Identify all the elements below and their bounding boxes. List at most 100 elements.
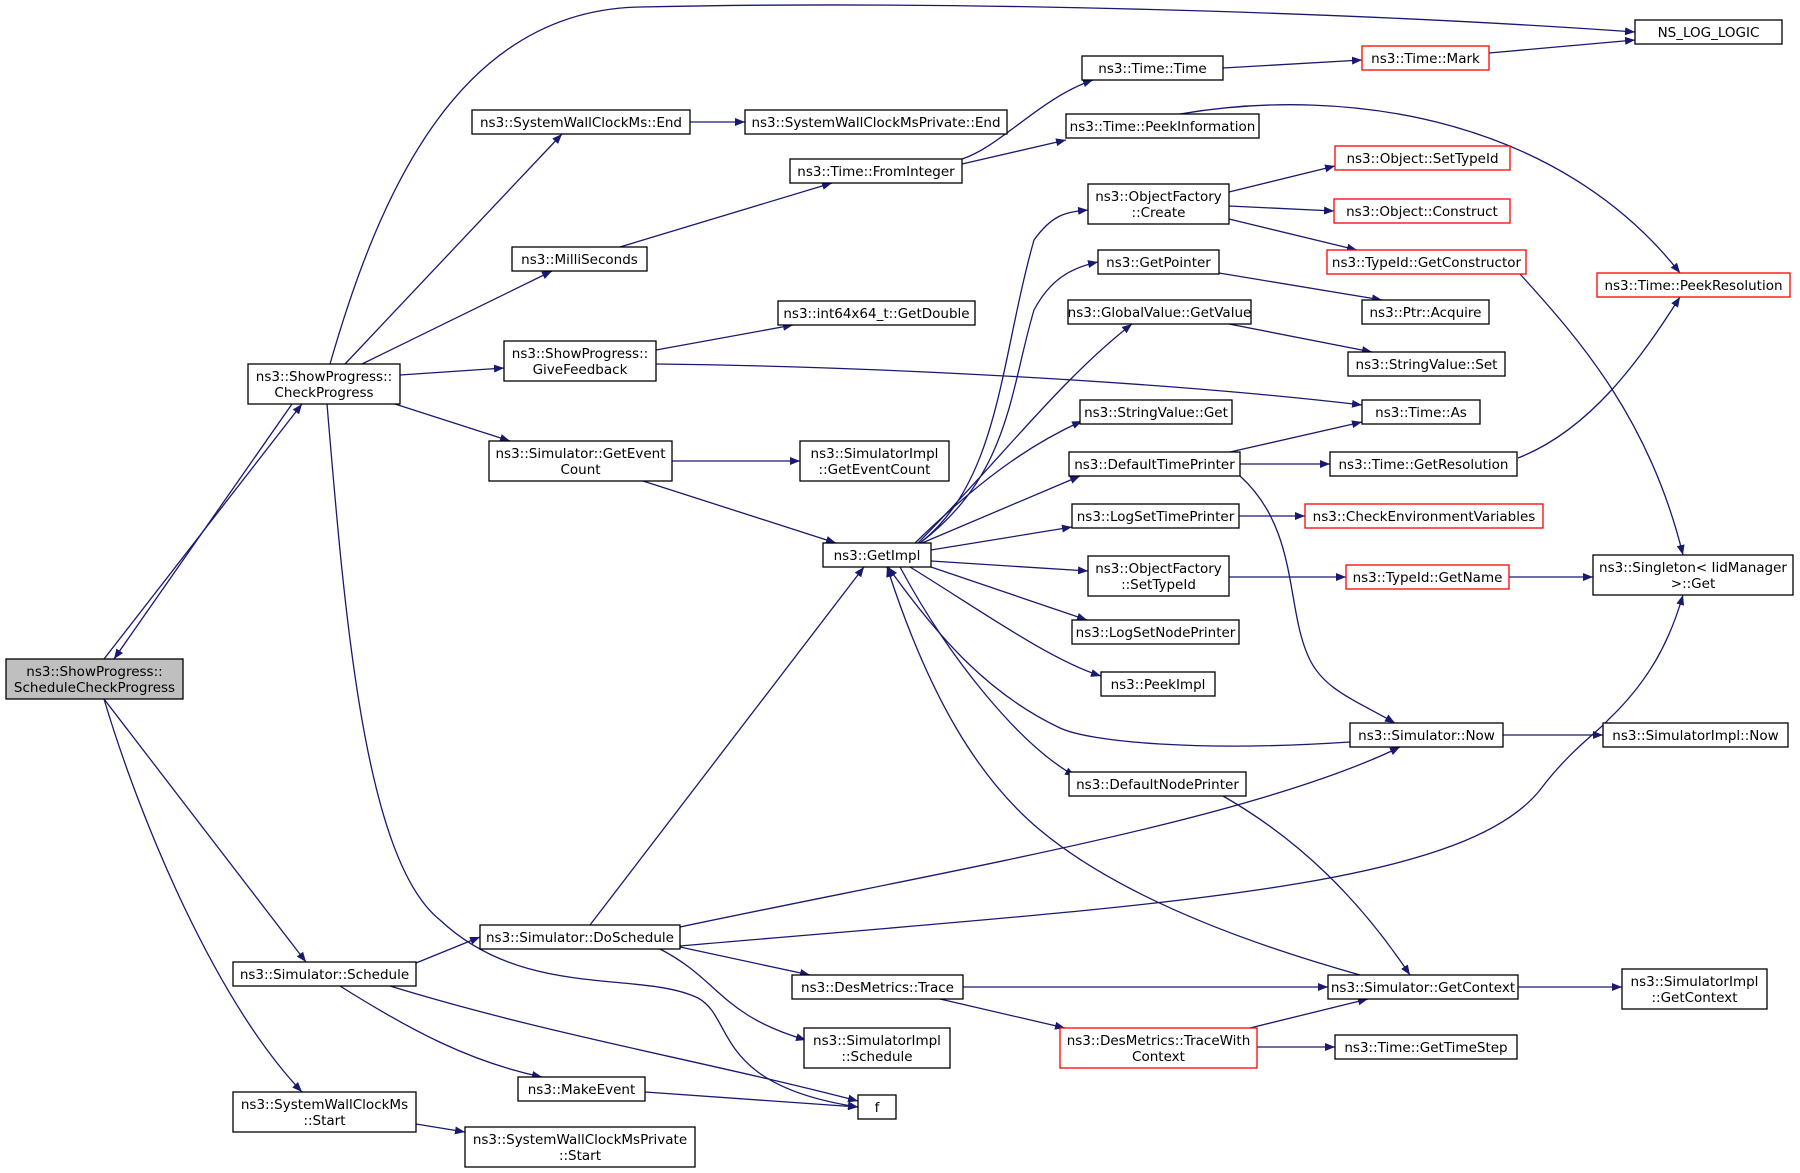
node-label: ns3::SimulatorImpl [813,1033,941,1049]
node-implgeteventcount[interactable]: ns3::SimulatorImpl::GetEventCount [799,440,950,482]
node-label: ns3::int64x64_t::GetDouble [783,306,969,322]
edge-line [642,480,837,544]
node-label: ::SetTypeId [1121,577,1196,593]
node-getresolution[interactable]: ns3::Time::GetResolution [1329,451,1518,477]
edge-getimpl-to-deftimeprinter [914,475,1081,547]
node-peekinfo[interactable]: ns3::Time::PeekInformation [1065,113,1260,139]
node-label: ns3::MilliSeconds [521,252,638,268]
node-deftimeprinter[interactable]: ns3::DefaultTimePrinter [1068,451,1241,477]
node-mark[interactable]: ns3::Time::Mark [1361,45,1490,71]
edge-gvgetvalue-to-svset [1228,323,1373,355]
node-makeevent[interactable]: ns3::MakeEvent [517,1076,646,1102]
node-box [1081,55,1224,81]
node-peekimpl[interactable]: ns3::PeekImpl [1100,671,1216,697]
node-millisec[interactable]: ns3::MilliSeconds [511,246,648,272]
node-implschedule[interactable]: ns3::SimulatorImpl::Schedule [803,1027,951,1069]
node-doschedule[interactable]: ns3::Simulator::DoSchedule [479,924,681,950]
node-getimpl[interactable]: ns3::GetImpl [822,542,932,568]
node-geteventcount[interactable]: ns3::Simulator::GetEventCount [488,440,673,482]
node-label: f [875,1100,881,1116]
edge-givefeedback-to-getdouble [655,322,794,351]
node-swcpend[interactable]: ns3::SystemWallClockMsPrivate::End [744,109,1008,135]
node-logsetnodeprinter[interactable]: ns3::LogSetNodePrinter [1071,619,1240,645]
node-box [777,300,976,326]
edge-line [344,133,563,365]
edge-line [887,566,1351,747]
node-swcstart[interactable]: ns3::SystemWallClockMs::Start [232,1091,417,1133]
node-getpointer[interactable]: ns3::GetPointer [1097,249,1220,275]
node-implgetcontext[interactable]: ns3::SimulatorImpl::GetContext [1621,968,1768,1010]
edge-line [909,566,1102,677]
node-box [857,1094,897,1120]
edge-defnodeprinter-to-simgetcontext [1222,795,1411,976]
node-timeas[interactable]: ns3::Time::As [1361,399,1481,425]
node-checkenv[interactable]: ns3::CheckEnvironmentVariables [1304,503,1544,529]
node-box [1097,249,1220,275]
node-box [1349,722,1504,748]
node-gvgetvalue[interactable]: ns3::GlobalValue::GetValue [1067,299,1252,325]
node-box [479,924,681,950]
node-desmtrace[interactable]: ns3::DesMetrics::Trace [791,974,964,1000]
node-box [1361,399,1481,425]
node-label: ns3::Simulator::GetEvent [495,446,665,462]
edge-line [103,698,303,1093]
node-box [1334,1034,1518,1060]
node-simnow[interactable]: ns3::Simulator::Now [1349,722,1504,748]
node-label: ns3::Simulator::Schedule [240,967,409,983]
node-ofsettypeid[interactable]: ns3::ObjectFactory::SetTypeId [1087,555,1230,597]
node-getdouble[interactable]: ns3::int64x64_t::GetDouble [777,300,976,326]
node-svget[interactable]: ns3::StringValue::Get [1079,399,1233,425]
node-f[interactable]: f [857,1094,897,1120]
edge-peekinfo-to-peekresolution [1179,104,1681,274]
node-givefeedback[interactable]: ns3::ShowProgress::GiveFeedback [503,340,657,382]
node-singleton[interactable]: ns3::Singleton< IidManager >::Get [1592,554,1794,596]
node-defnodeprinter[interactable]: ns3::DefaultNodePrinter [1068,771,1247,797]
edge-line [1218,272,1383,303]
node-simgetcontext[interactable]: ns3::Simulator::GetContext [1327,974,1519,1000]
node-label: ns3::CheckEnvironmentVariables [1313,509,1536,525]
node-peekresolution[interactable]: ns3::Time::PeekResolution [1596,272,1791,298]
node-box [1326,249,1527,275]
node-ptracquire[interactable]: ns3::Ptr::Acquire [1361,299,1490,325]
edge-line [655,363,1363,408]
edge-line [1222,795,1411,976]
edge-ofcreate-to-tidgetconstructor [1228,218,1358,252]
node-root[interactable]: ns3::ShowProgress::ScheduleCheckProgress [5,658,184,700]
node-tidgetname[interactable]: ns3::TypeId::GetName [1345,564,1510,590]
node-label: ns3::DefaultTimePrinter [1074,457,1235,473]
node-label: Count [560,462,600,478]
node-logsettimeprinter[interactable]: ns3::LogSetTimePrinter [1071,503,1240,529]
edge-getresolution-to-peekresolution [1517,296,1681,459]
node-ofcreate[interactable]: ns3::ObjectFactory::Create [1087,183,1230,225]
node-implnow[interactable]: ns3::SimulatorImpl::Now [1602,722,1789,748]
node-label: ns3::ShowProgress:: [26,664,162,680]
node-label: NS_LOG_LOGIC [1658,25,1760,41]
edge-root-to-swcstart [103,698,303,1093]
edge-getpointer-to-ptracquire [1218,272,1383,303]
edge-line [361,270,553,365]
node-box [789,158,963,184]
edge-line [399,364,505,376]
node-svset[interactable]: ns3::StringValue::Set [1347,351,1506,377]
node-tidgetconstructor[interactable]: ns3::TypeId::GetConstructor [1326,249,1527,275]
node-swcpstart[interactable]: ns3::SystemWallClockMsPrivate::Start [464,1126,696,1168]
edge-doschedule-to-desmtrace [679,946,811,977]
node-objsettypeid[interactable]: ns3::Object::SetTypeId [1334,145,1511,171]
node-objconstruct[interactable]: ns3::Object::Construct [1333,198,1511,224]
edge-getimpl-to-logsettimeprinter [930,524,1073,551]
node-label: ns3::SimulatorImpl::Now [1612,728,1778,744]
node-timetime[interactable]: ns3::Time::Time [1081,55,1224,81]
edge-line [619,182,833,248]
edge-line [1488,36,1636,54]
edge-line [339,985,543,1079]
node-fromint[interactable]: ns3::Time::FromInteger [789,158,963,184]
node-timegetstep[interactable]: ns3::Time::GetTimeStep [1334,1034,1518,1060]
edge-line [914,420,1083,544]
node-swcend[interactable]: ns3::SystemWallClockMs::End [471,109,691,135]
node-nslog[interactable]: NS_LOG_LOGIC [1634,19,1783,45]
node-box [1361,45,1490,71]
node-schedule[interactable]: ns3::Simulator::Schedule [232,961,417,987]
node-box [1602,722,1789,748]
node-checkprogress[interactable]: ns3::ShowProgress::CheckProgress [247,363,401,405]
